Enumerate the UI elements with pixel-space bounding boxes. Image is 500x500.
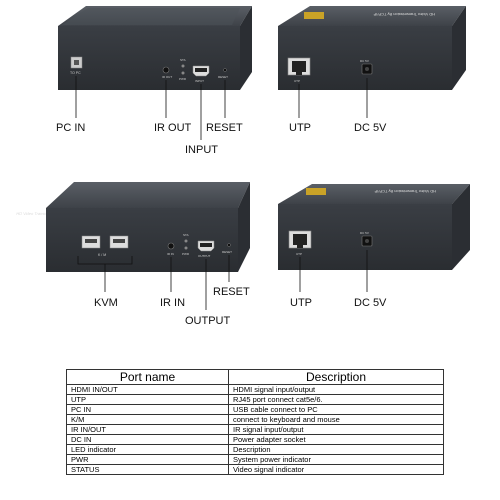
callout-output: OUTPUT [185,315,231,327]
callout-utp: UTP [290,297,312,309]
callout-reset: RESET [213,286,250,298]
port-label: K / M [98,253,106,257]
port-label: PWR [179,77,187,81]
ir-jack-icon [167,242,175,250]
callout-reset: RESET [206,122,243,134]
port-label: INPUT [195,79,204,83]
product-figure: HD Video Transmission By TCP/IP TO PC IR… [16,6,470,310]
table-cell: PWR [66,454,229,465]
device-top-surface [278,6,466,26]
port-label: PWR [182,252,190,256]
rj45-port-icon [287,57,311,76]
table-cell: DC IN [66,434,229,445]
table-cell: RJ45 port connect cat5e/6. [228,394,444,405]
gold-badge [304,12,324,19]
hdmi-port-icon [197,240,215,252]
led-status-icon [184,239,188,243]
table-cell: K/M [66,414,229,425]
dc-jack-icon [361,235,373,247]
device-front-panel [46,208,238,272]
table-header-row: Port name Description [66,369,444,385]
callout-ir-out: IR OUT [154,122,192,134]
led-power-icon [181,71,185,75]
table-cell: HDMI IN/OUT [66,384,229,395]
callout-ir-in: IR IN [160,297,186,309]
column-header: Description [228,369,444,385]
gold-badge [306,188,326,195]
table-cell: Video signal indicator [228,464,444,475]
device-top-surface [46,182,250,208]
table-cell: USB cable connect to PC [228,404,444,415]
port-label: IR OUT [162,75,172,79]
hdmi-port-icon [192,65,210,77]
rx-front-unit: HD Video Transmission By TCP/IP K / M IR… [16,182,250,310]
table-cell: PC IN [66,404,229,415]
callout-dc-5v: DC 5V [354,122,387,134]
usb-b-port-icon [70,56,83,69]
table-cell: STATUS [66,464,229,475]
rj45-port-icon [288,230,312,249]
device-side [238,182,250,272]
table-cell: Power adapter socket [228,434,444,445]
table-cell: IR IN/OUT [66,424,229,435]
device-slogan: HD Video Transmission By TCP/IP [374,189,436,194]
dc-jack-icon [361,63,373,75]
table-cell: LED indicator [66,444,229,455]
device-front-panel [58,26,240,90]
port-label: RESET [222,250,232,254]
callout-pc-in: PC IN [56,122,86,134]
table-cell: Description [228,444,444,455]
port-label: UTP [294,79,300,83]
port-label: OUTPUT [198,254,211,258]
reset-hole-icon [227,243,231,247]
ir-jack-icon [162,66,170,74]
tx-back-unit: HD Video Transmission By TCP/IP UTP DC 5… [278,6,466,118]
port-label: UTP [296,252,302,256]
callout-dc-5v: DC 5V [354,297,387,309]
table-cell: connect to keyboard and mouse [228,414,444,425]
device-slogan: HD Video Transmission By TCP/IP [373,12,435,17]
device-side [452,6,466,90]
port-label: TO PC [70,71,81,75]
port-label: RESET [218,75,228,79]
led-label: STA [183,233,189,237]
table-cell: System power indicator [228,454,444,465]
led-status-icon [181,64,185,68]
port-label: IR IN [167,252,174,256]
port-label: DC 5V [360,231,369,235]
callout-input: INPUT [185,144,218,156]
device-side [452,184,470,270]
usb-a-port-icon [109,235,129,249]
reset-hole-icon [223,68,227,72]
led-label: STA [180,58,186,62]
usb-a-port-icon [81,235,101,249]
table-cell: IR signal input/output [228,424,444,435]
callout-utp: UTP [289,122,311,134]
panel-stripe [62,8,240,25]
table-cell: HDMI signal input/output [228,384,444,395]
callout-kvm: KVM [94,297,118,309]
column-header: Port name [66,369,229,385]
table-cell: UTP [66,394,229,405]
device-side [240,6,252,90]
port-label: DC 5V [360,59,369,63]
rx-back-unit: HD Video Transmission By TCP/IP UTP DC 5… [278,184,470,292]
led-power-icon [184,246,188,250]
tx-front-unit: HD Video Transmission By TCP/IP TO PC IR… [58,6,252,140]
